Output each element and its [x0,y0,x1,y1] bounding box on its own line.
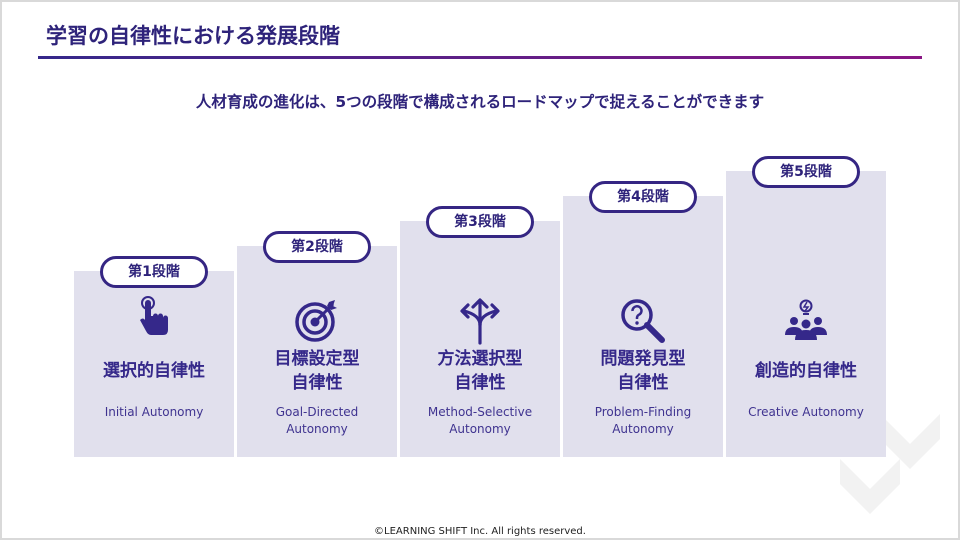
stage-1-card: 第1段階 選択的自律性 Initial Autonomy [74,256,234,457]
subtitle: 人材育成の進化は、5つの段階で構成されるロードマップで捉えることができます [195,93,765,111]
stage-english: Initial Autonomy [104,405,204,419]
chevron-decoration-icon [840,414,940,514]
stage-title-line2: 自律性 [454,373,506,393]
stage-english: Problem-Finding [594,405,692,419]
stage-3-card: 第3段階 方法選択型 自律性 Method-Selective Autonomy [400,206,560,457]
stage-badge: 第3段階 [426,206,534,238]
stage-english: Method-Selective [427,405,533,419]
target-icon [295,300,337,342]
stage-english-line2: Autonomy [612,422,674,436]
pointing-hand-icon [140,296,168,335]
stage-english: Goal-Directed [275,405,359,419]
stage-english: Creative Autonomy [748,405,864,419]
stage-title: 選択的自律性 [103,361,205,381]
stage-title: 問題発見型 [600,349,686,369]
stage-5-card: 第5段階 創造的自律性 Creative Autonomy [726,156,886,457]
stage-title: 創造的自律性 [755,361,857,381]
stage-badge: 第2段階 [263,231,371,263]
team-idea-icon [785,299,827,340]
stage-badge: 第1段階 [100,256,208,288]
stage-2-card: 第2段階 目標設定型 自律性 Goal-Directed Autonomy [237,231,397,457]
stage-4-card: 第4段階 問題発見型 自律性 Problem-Finding Autonomy [563,181,723,457]
stage-title-line2: 自律性 [291,373,343,393]
page-title: 学習の自律性における発展段階 [46,24,340,48]
stage-title-line2: 自律性 [617,373,669,393]
stage-title: 目標設定型 [274,349,360,369]
branch-arrows-icon [460,298,500,345]
stage-badge: 第5段階 [752,156,860,188]
magnifier-question-icon [621,299,665,343]
stage-english-line2: Autonomy [449,422,511,436]
stage-title: 方法選択型 [437,349,523,369]
title-divider [38,56,922,59]
stage-english-line2: Autonomy [286,422,348,436]
stage-badge: 第4段階 [589,181,697,213]
copyright-footer: ©LEARNING SHIFT Inc. All rights reserved… [374,526,586,537]
